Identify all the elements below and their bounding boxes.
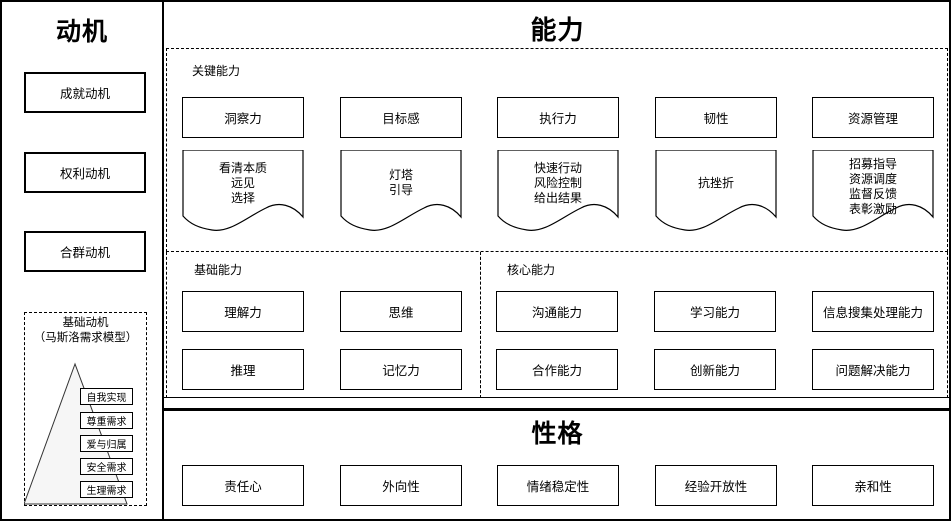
detail-line: 看清本质 — [218, 160, 267, 175]
key-ability-execution: 执行力 — [497, 97, 619, 138]
maslow-pyramid-triangle — [24, 362, 128, 505]
detail-line: 资源调度 — [848, 172, 897, 186]
core-ability-learning: 学习能力 — [654, 291, 776, 332]
detail-line: 引导 — [388, 183, 413, 197]
ability-zone-bottom-line — [164, 397, 949, 398]
document-shape — [497, 150, 619, 231]
maslow-level-physiological: 生理需求 — [80, 481, 133, 498]
maslow-level-esteem: 尊重需求 — [80, 412, 133, 429]
personality-agreeableness: 亲和性 — [812, 465, 934, 506]
document-shape — [340, 150, 462, 231]
key-ability-label: 关键能力 — [192, 64, 241, 78]
personality-section-divider — [162, 408, 949, 411]
core-ability-label: 核心能力 — [507, 263, 556, 277]
detail-line: 快速行动 — [533, 160, 582, 175]
base-motivation-title-line2: （马斯洛需求模型） — [33, 332, 138, 344]
key-ability-resource-detail-doc: 招募指导 资源调度 监督反馈 表彰激励 — [812, 150, 934, 235]
personality-extraversion: 外向性 — [340, 465, 462, 506]
document-shape — [655, 150, 777, 231]
maslow-level-self-actualization: 自我实现 — [80, 388, 133, 405]
detail-line: 表彰激励 — [848, 202, 897, 216]
key-ability-execution-detail-doc: 快速行动 风险控制 给出结果 — [497, 150, 619, 235]
key-ability-goal-detail-doc: 灯塔 引导 — [340, 150, 462, 235]
core-ability-info-processing: 信息搜集处理能力 — [812, 291, 934, 332]
motivation-item-power: 权利动机 — [24, 152, 146, 193]
key-ability-insight: 洞察力 — [182, 97, 304, 138]
personality-emotional-stability: 情绪稳定性 — [497, 465, 619, 506]
basic-ability-reasoning: 推理 — [182, 349, 304, 390]
core-ability-cooperation: 合作能力 — [496, 349, 618, 390]
motivation-item-achievement: 成就动机 — [24, 72, 146, 113]
detail-line: 抗挫折 — [697, 175, 734, 190]
personality-title: 性格 — [531, 420, 584, 448]
key-ability-insight-detail-doc: 看清本质 远见 选择 — [182, 150, 304, 235]
core-ability-innovation: 创新能力 — [654, 349, 776, 390]
detail-line: 招募指导 — [848, 157, 897, 171]
basic-core-divider-line — [480, 252, 481, 398]
base-motivation-title: 基础动机 （马斯洛需求模型） — [24, 316, 147, 346]
core-ability-zone — [481, 252, 948, 398]
maslow-level-love-belonging: 爱与归属 — [80, 435, 133, 452]
basic-ability-thinking: 思维 — [340, 291, 462, 332]
core-ability-communication: 沟通能力 — [496, 291, 618, 332]
basic-ability-label: 基础能力 — [194, 263, 243, 277]
column-divider-line — [162, 2, 164, 519]
detail-line: 远见 — [230, 175, 255, 190]
ability-title: 能力 — [530, 15, 585, 45]
base-motivation-title-line1: 基础动机 — [62, 317, 109, 329]
key-ability-resource-mgmt: 资源管理 — [812, 97, 934, 138]
detail-line: 给出结果 — [533, 190, 582, 205]
personality-openness: 经验开放性 — [655, 465, 777, 506]
key-ability-resilience-detail-doc: 抗挫折 — [655, 150, 777, 235]
key-ability-zone — [166, 48, 948, 252]
maslow-level-safety: 安全需求 — [80, 458, 133, 475]
detail-line: 选择 — [230, 190, 255, 205]
detail-line: 灯塔 — [388, 168, 413, 182]
motivation-title: 动机 — [55, 18, 108, 46]
basic-ability-comprehension: 理解力 — [182, 291, 304, 332]
document-shape — [182, 150, 304, 231]
basic-ability-memory: 记忆力 — [340, 349, 462, 390]
key-ability-goal-sense: 目标感 — [340, 97, 462, 138]
personality-conscientiousness: 责任心 — [182, 465, 304, 506]
core-ability-problem-solving: 问题解决能力 — [812, 349, 934, 390]
base-motivation-container — [24, 312, 147, 506]
detail-line: 监督反馈 — [848, 187, 897, 201]
detail-line: 风险控制 — [533, 175, 582, 190]
key-ability-resilience: 韧性 — [655, 97, 777, 138]
motivation-item-affiliation: 合群动机 — [24, 231, 146, 272]
document-shape — [812, 150, 934, 231]
